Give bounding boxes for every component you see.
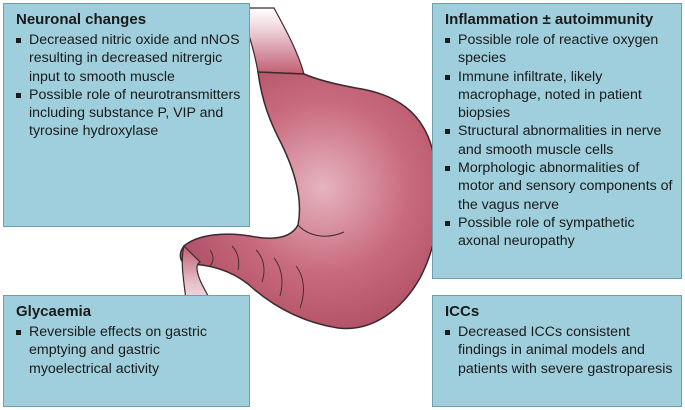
list-item-text: Immune infiltrate, likely macrophage, no… — [458, 68, 642, 122]
bullet-icon — [445, 220, 450, 226]
bullet-icon — [16, 38, 21, 43]
list-item: Immune infiltrate, likely macrophage, no… — [445, 68, 673, 123]
glycaemia-title: Glycaemia — [16, 303, 92, 320]
bullet-icon — [445, 38, 450, 43]
bullet-icon — [445, 74, 450, 80]
iccs-box: ICCs Decreased ICCs consistent findings … — [432, 295, 682, 407]
list-item-text: Possible role of reactive oxygen species — [458, 32, 659, 67]
bullet-icon — [445, 129, 450, 135]
list-item: Possible role of reactive oxygen species — [445, 31, 673, 68]
stomach-fold-3 — [255, 249, 265, 283]
bullet-icon — [16, 330, 21, 335]
stomach-fold-4 — [273, 257, 283, 297]
list-item-text: Possible role of neurotransmitters inclu… — [29, 86, 241, 140]
list-item-text: Decreased nitric oxide and nNOS resultin… — [29, 32, 240, 85]
list-item: Reversible effects on gastric emptying a… — [16, 323, 241, 378]
list-item: Decreased ICCs consistent findings in an… — [445, 323, 673, 378]
bullet-icon — [16, 92, 21, 98]
bullet-icon — [445, 166, 450, 172]
stomach-fold-6 — [209, 249, 214, 267]
inflammation-title: Inflammation ± autoimmunity — [445, 11, 654, 28]
iccs-title: ICCs — [445, 303, 480, 320]
neuronal-changes-box: Neuronal changes Decreased nitric oxide … — [3, 3, 250, 227]
list-item-text: Decreased ICCs consistent findings in an… — [458, 324, 673, 377]
list-item: Structural abnormalities in nerve and sm… — [445, 122, 673, 159]
list-item-text: Structural abnormalities in nerve and sm… — [458, 123, 662, 158]
stomach-fold-1 — [297, 224, 345, 237]
neuronal-changes-list: Decreased nitric oxide and nNOS resultin… — [16, 31, 241, 141]
iccs-list: Decreased ICCs consistent findings in an… — [445, 323, 673, 378]
inflammation-box: Inflammation ± autoimmunity Possible rol… — [432, 3, 682, 279]
list-item-text: Morphologic abnormalities of motor and s… — [458, 160, 673, 213]
neuronal-changes-title: Neuronal changes — [16, 11, 147, 28]
list-item: Possible role of sympathetic axonal neur… — [445, 214, 673, 251]
list-item: Morphologic abnormalities of motor and s… — [445, 159, 673, 214]
stomach-fold-5 — [295, 265, 304, 309]
bullet-icon — [445, 330, 450, 335]
glycaemia-box: Glycaemia Reversible effects on gastric … — [3, 295, 250, 407]
stomach-fold-2 — [231, 245, 240, 271]
list-item-text: Reversible effects on gastric emptying a… — [29, 324, 207, 377]
inflammation-list: Possible role of reactive oxygen species… — [445, 31, 673, 251]
list-item: Possible role of neurotransmitters inclu… — [16, 86, 241, 141]
stomach-body — [179, 71, 440, 330]
list-item-text: Possible role of sympathetic axonal neur… — [458, 214, 635, 250]
glycaemia-list: Reversible effects on gastric emptying a… — [16, 323, 241, 378]
list-item: Decreased nitric oxide and nNOS resultin… — [16, 31, 241, 86]
